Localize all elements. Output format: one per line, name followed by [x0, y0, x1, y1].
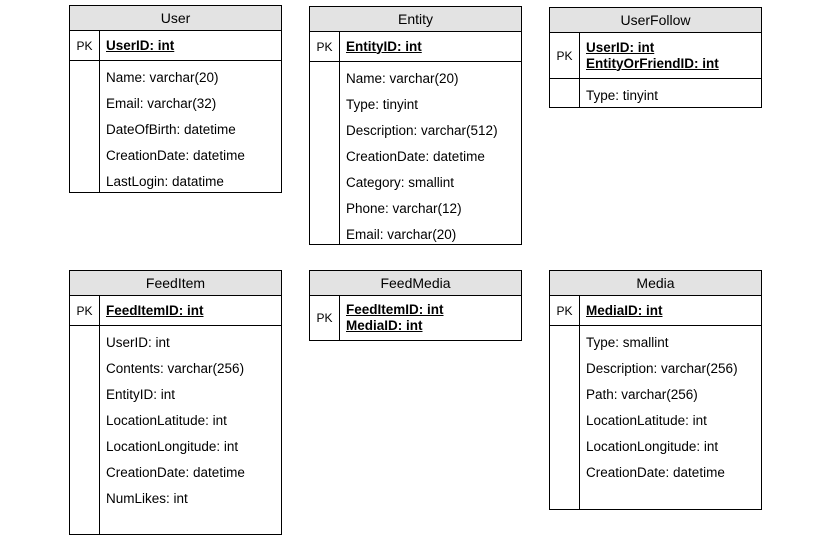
attribute-field: CreationDate: datetime: [106, 148, 245, 163]
attribute-list: Type: tinyint: [580, 79, 658, 107]
attribute-field: Name: varchar(20): [346, 71, 459, 86]
attribute-field: LocationLatitude: int: [106, 413, 227, 428]
entity-title: FeedMedia: [310, 271, 521, 296]
primary-key-field: FeedItemID: int: [106, 302, 204, 318]
attribute-field: CreationDate: datetime: [346, 149, 485, 164]
entity-title: Entity: [310, 7, 521, 32]
attribute-field: Phone: varchar(12): [346, 201, 462, 216]
attribute-field: Type: tinyint: [346, 97, 419, 112]
attribute-field: Path: varchar(256): [586, 387, 698, 402]
attribute-field: CreationDate: datetime: [106, 465, 245, 480]
primary-key-field: UserID: int: [106, 37, 175, 53]
primary-key-field: MediaID: int: [346, 318, 423, 333]
primary-key-field: UserID: int: [586, 39, 655, 55]
entity-title: FeedItem: [70, 271, 281, 296]
attribute-field: Category: smallint: [346, 175, 455, 190]
attribute-field: EntityID: int: [106, 387, 176, 402]
pk-label: PK: [70, 296, 100, 325]
entity-title: UserFollow: [550, 8, 761, 33]
attribute-field: LocationLongitude: int: [106, 439, 239, 454]
attribute-field: Description: varchar(256): [586, 361, 738, 376]
attribute-field: Email: varchar(20): [346, 227, 457, 242]
attribute-list: Name: varchar(20) Email: varchar(32) DateO…: [100, 61, 245, 192]
attribute-field: CreationDate: datetime: [586, 465, 725, 480]
primary-key-row: PK EntityID: int: [310, 32, 521, 62]
primary-key-field: EntityOrFriendID: int: [586, 55, 719, 71]
attribute-field: LocationLongitude: int: [586, 439, 719, 454]
attribute-field: DateOfBirth: datetime: [106, 122, 236, 137]
pk-label: PK: [310, 32, 340, 61]
pk-label: PK: [310, 296, 340, 340]
primary-key-field: MediaID: int: [586, 302, 663, 318]
attribute-field: NumLikes: int: [106, 491, 188, 506]
primary-key-row: PK FeedItemID: int: [70, 296, 281, 326]
primary-key-row: PK MediaID: int: [550, 296, 761, 326]
attribute-field: Type: smallint: [586, 335, 669, 350]
attribute-field: Contents: varchar(256): [106, 361, 245, 376]
attribute-field: LocationLatitude: int: [586, 413, 707, 428]
attribute-gutter: [310, 62, 340, 244]
pk-label: PK: [550, 33, 580, 78]
attribute-field: Description: varchar(512): [346, 123, 498, 138]
attribute-field: UserID: int: [106, 335, 170, 350]
primary-key-field: EntityID: int: [346, 38, 422, 54]
pk-label: PK: [70, 31, 100, 60]
pk-label: PK: [550, 296, 580, 325]
attribute-gutter: [550, 326, 580, 509]
primary-key-field: FeedItemID: int: [346, 302, 444, 317]
entity-title: User: [70, 6, 281, 31]
attribute-field: Name: varchar(20): [106, 70, 219, 85]
attribute-field: LastLogin: datatime: [106, 174, 224, 189]
attribute-gutter: [70, 61, 100, 192]
attribute-gutter: [550, 79, 580, 107]
entity-title: Media: [550, 271, 761, 296]
primary-key-row: PK UserID: int: [70, 31, 281, 61]
attribute-field: Type: tinyint: [586, 88, 659, 103]
attribute-gutter: [70, 326, 100, 534]
attribute-field: Email: varchar(32): [106, 96, 217, 111]
